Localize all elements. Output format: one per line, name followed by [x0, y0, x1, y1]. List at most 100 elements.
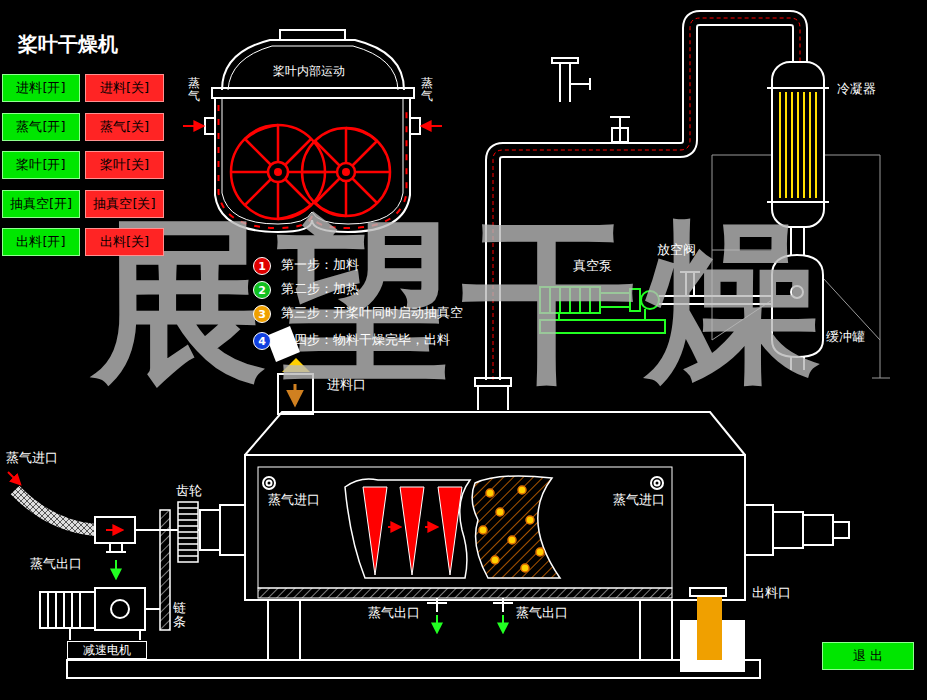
part-label: 进料口	[327, 378, 366, 393]
step-number: 3	[253, 305, 271, 323]
steam-hose	[15, 490, 95, 530]
dryer-body	[245, 378, 745, 600]
bearing-block	[200, 505, 849, 555]
condenser-tubes	[780, 92, 816, 198]
jacket-flow	[219, 105, 407, 228]
steam-arrow	[183, 125, 203, 127]
gear-motor	[70, 628, 140, 640]
paddle-sector	[345, 479, 470, 578]
rotary-joint	[106, 543, 126, 552]
part-label: 真空泵	[573, 259, 612, 274]
gear	[178, 502, 198, 562]
steam-outlet-arrow	[116, 560, 503, 632]
gear-motor	[40, 592, 95, 628]
material-zone	[472, 476, 560, 578]
material-particle	[518, 486, 526, 494]
steam-arrow	[183, 125, 442, 127]
material-particle	[526, 516, 534, 524]
node-text: 进料[关]	[100, 79, 149, 97]
motor-base: 减速电机	[67, 641, 147, 659]
jacket-plate	[258, 588, 672, 598]
paddle-sector	[345, 479, 470, 578]
paddle-blade	[438, 487, 462, 575]
part-label: 链条	[173, 601, 186, 630]
part-label: 蒸气出口	[516, 606, 568, 621]
control-button: 出料[开]	[2, 228, 80, 256]
steam-outlet-arrow	[115, 560, 117, 578]
material-particle	[486, 489, 494, 497]
step-text: 第四步：物料干燥完毕，出料	[281, 333, 450, 348]
vessel-section	[205, 30, 420, 232]
node-text: 桨叶[关]	[100, 156, 149, 174]
dryer-body	[478, 386, 508, 410]
dryer-body	[245, 455, 745, 600]
part-label: 蒸气出口	[30, 557, 82, 572]
step-number: 1	[253, 257, 271, 275]
dryer-body	[267, 481, 272, 486]
gear-motor	[95, 588, 145, 630]
step-text: 第一步：加料	[281, 258, 359, 273]
part-label: 缓冲罐	[826, 330, 865, 345]
section-label: 桨叶内部运动	[273, 65, 345, 79]
part-label: 蒸气进口	[6, 451, 58, 466]
node-text: 蒸气[关]	[100, 118, 149, 136]
paddle-blade	[363, 487, 387, 575]
steam-arrow	[8, 472, 20, 484]
steam-outlet-arrow	[436, 615, 438, 632]
dryer-stand	[427, 598, 513, 612]
vessel-section	[205, 118, 215, 134]
steam-outlet-arrow	[502, 615, 504, 632]
vent-stub	[610, 117, 630, 142]
discharge	[680, 597, 745, 672]
part-label: 蒸气进口	[613, 493, 665, 508]
vent-stub	[612, 128, 628, 142]
node-text: 抽真空[关]	[93, 195, 155, 213]
dryer-stand	[268, 600, 672, 660]
vessel-section	[215, 98, 410, 232]
vent-stub	[552, 58, 630, 142]
part-label: 蒸气出口	[368, 606, 420, 621]
dryer-stand	[67, 588, 760, 678]
material-particle	[479, 526, 487, 534]
gear-motor	[40, 588, 160, 640]
node-text: 进料[开]	[16, 79, 65, 97]
paddle-blade	[400, 487, 424, 575]
material-particle	[479, 486, 544, 572]
steam-arrow	[106, 529, 122, 531]
node-text: 减速电机	[83, 642, 131, 659]
part-label: 蒸气进口	[268, 493, 320, 508]
steam-label: 蒸气	[421, 77, 433, 103]
node-text: 4	[258, 335, 266, 348]
node-text: 蒸气[开]	[16, 118, 65, 136]
node-text: 2	[258, 284, 266, 297]
condenser	[767, 87, 829, 89]
node-text: 桨叶[开]	[16, 156, 65, 174]
exit-button: 退 出	[822, 642, 914, 670]
control-button: 桨叶[开]	[2, 151, 80, 179]
dryer-body	[651, 477, 663, 489]
node-text: 3	[258, 308, 266, 321]
vessel-section	[228, 46, 398, 90]
watermark: 展望干燥	[92, 214, 832, 389]
motion-arrow	[425, 526, 437, 528]
control-button: 抽真空[开]	[2, 190, 80, 218]
material-particle	[536, 548, 544, 556]
paddle-blade	[363, 487, 462, 575]
node-text: 出料[关]	[100, 233, 149, 251]
part-label: 齿轮	[176, 484, 202, 499]
gear	[178, 508, 198, 556]
node-text: 1	[258, 260, 266, 273]
control-button: 出料[关]	[85, 228, 164, 256]
part-label: 出料口	[752, 586, 791, 601]
steam-arrow	[422, 125, 442, 127]
vessel-section	[280, 30, 345, 40]
gear-motor	[111, 600, 129, 618]
paddle-wheel	[245, 125, 377, 219]
steam-label: 蒸气	[188, 77, 200, 103]
bearing-block	[773, 512, 803, 548]
step-text: 第三步：开桨叶同时启动抽真空	[281, 306, 463, 321]
control-button: 进料[关]	[85, 74, 164, 102]
dryer-body	[245, 412, 745, 455]
material-particle	[508, 536, 516, 544]
bearing-block	[803, 515, 833, 545]
